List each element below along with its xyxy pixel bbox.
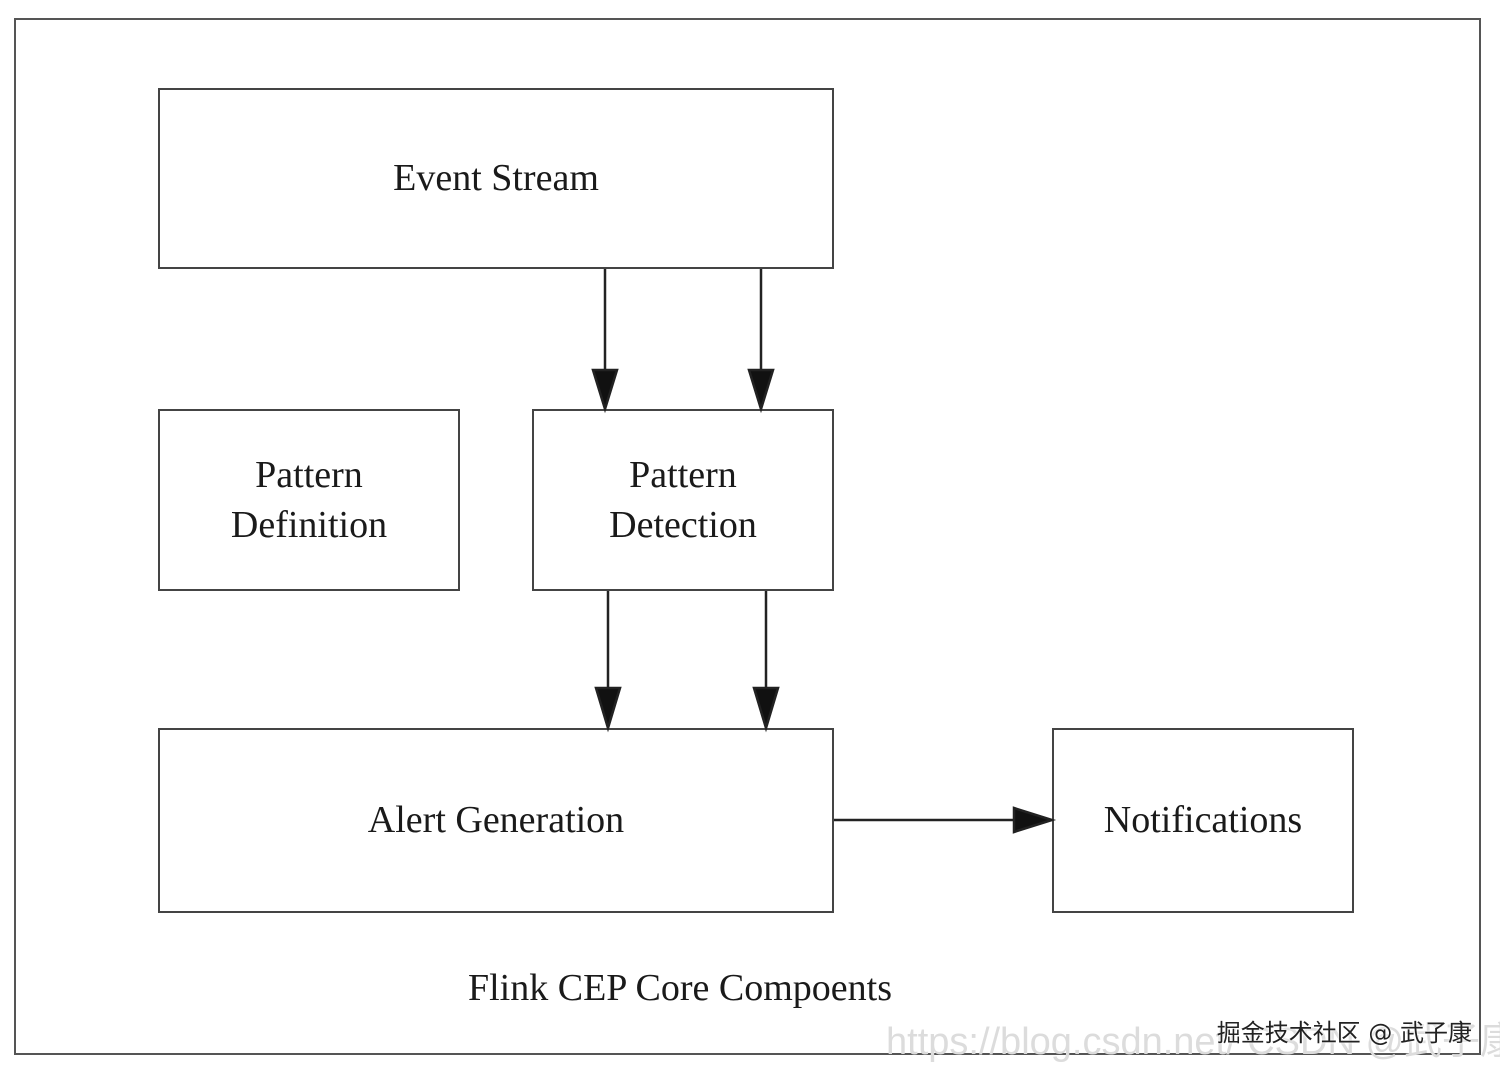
diagram-caption: Flink CEP Core Compoents [467,967,892,1009]
watermark-faint: https://blog.csdn.net/ CSDN @武子康 [886,1021,1500,1063]
node-label: Pattern [629,453,737,496]
node-event-stream: Event Stream [158,88,834,269]
watermark: 掘金技术社区 @ 武子康 [1216,1019,1472,1047]
node-label: Detection [609,504,757,546]
diagram-frame [14,18,1481,1055]
node-label: Pattern [255,453,363,496]
node-pattern-definition: Pattern Definition [158,409,460,591]
node-label: Notifications [1103,799,1303,842]
node-alert-generation: Alert Generation [158,728,834,913]
node-label: Definition [230,504,388,546]
node-label: Alert Generation [367,799,625,842]
node-label: Event Stream [393,157,599,200]
node-notifications: Notifications [1052,728,1354,913]
node-pattern-detection: Pattern Detection [532,409,834,591]
